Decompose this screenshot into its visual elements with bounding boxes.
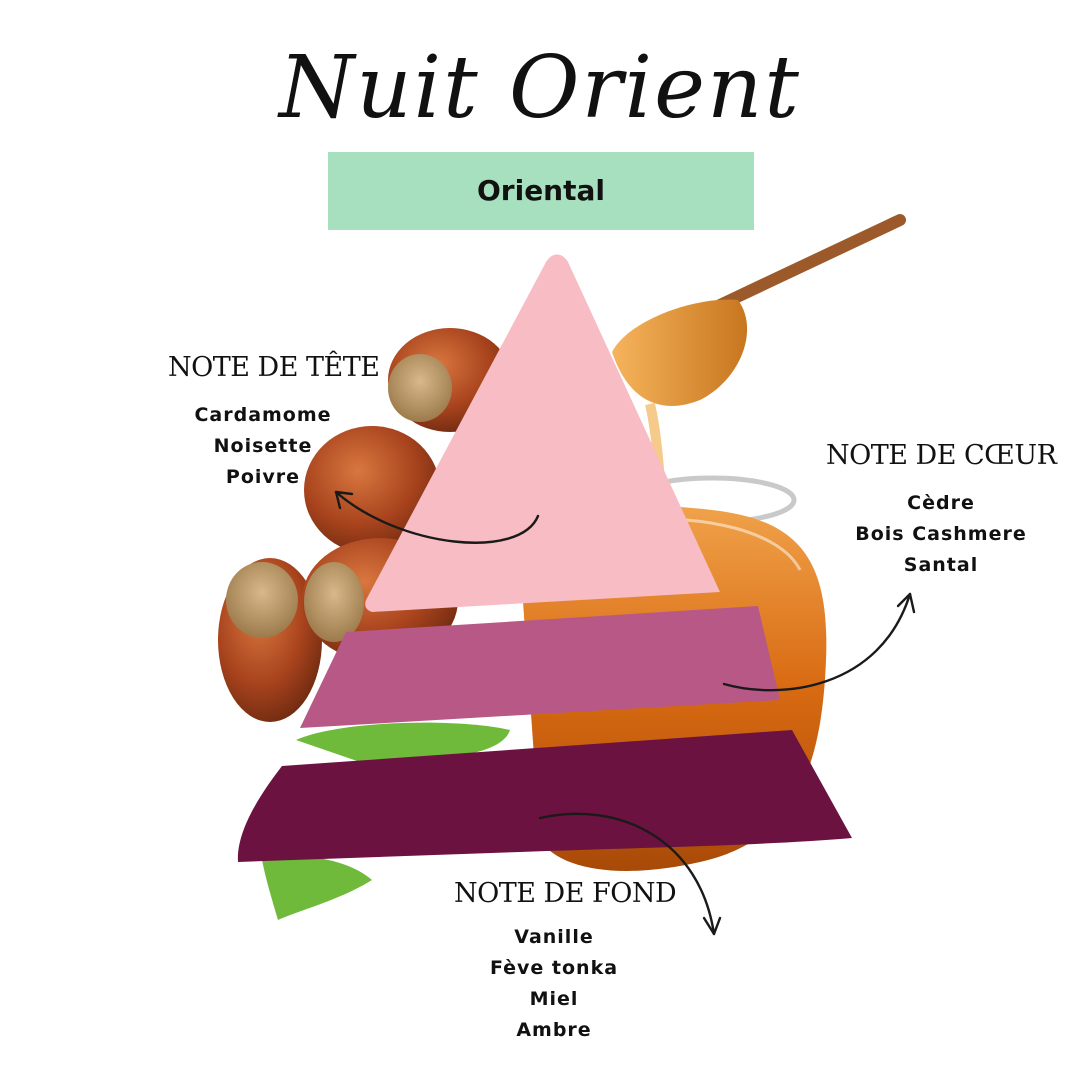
note-item: Santal <box>903 554 979 576</box>
pyramid-middle-tier <box>300 606 780 728</box>
honey-dipper-icon <box>612 214 906 521</box>
base-note-heading: NOTE DE FOND <box>454 878 677 909</box>
heart-note-heading: NOTE DE CŒUR <box>826 440 1057 471</box>
pyramid-top-tier <box>365 254 720 612</box>
note-item: Bois Cashmere <box>855 523 1027 545</box>
note-item: Vanille <box>514 926 594 948</box>
arrow-base-note-icon <box>538 812 722 936</box>
family-tag-label: Oriental <box>476 174 605 207</box>
family-tag-band <box>328 152 754 230</box>
arrow-top-note-icon <box>334 490 540 544</box>
pyramid-base-tier <box>237 730 853 862</box>
top-note-heading: NOTE DE TÊTE <box>168 352 380 383</box>
note-item: Cèdre <box>907 492 975 514</box>
note-item: Cardamome <box>194 404 332 426</box>
note-item: Ambre <box>516 1019 592 1041</box>
note-item: Poivre <box>225 466 301 488</box>
arrow-heart-note-icon <box>722 592 916 692</box>
note-item: Fève tonka <box>489 957 619 979</box>
leaf-icon <box>262 722 510 920</box>
perfume-title: Nuit Orient <box>278 38 801 138</box>
note-item: Miel <box>529 988 579 1010</box>
note-item: Noisette <box>213 435 313 457</box>
